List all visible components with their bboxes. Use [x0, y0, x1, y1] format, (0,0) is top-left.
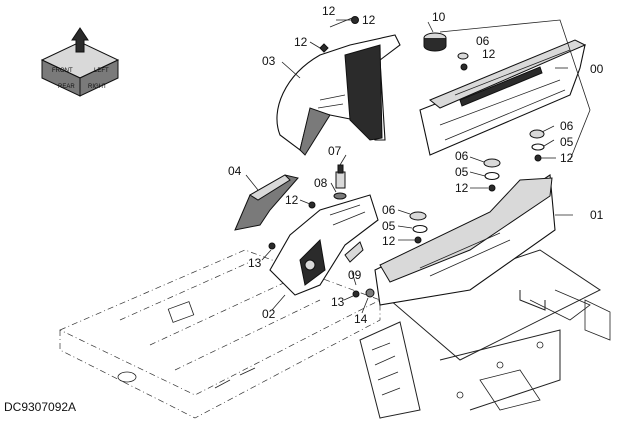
direction-rear: REAR: [58, 84, 75, 90]
part-03-cover: [276, 34, 401, 156]
callout-13b: 13: [331, 295, 345, 309]
leader-lines: [245, 17, 591, 314]
part-07-fitting: [335, 164, 346, 189]
part-04-side-cover: [234, 174, 299, 231]
part-10-cap: [423, 32, 447, 52]
callout-12a: 12: [322, 4, 336, 18]
callout-03: 03: [262, 54, 276, 68]
orientation-cube-icon: FRONT LEFT REAR RIGHT: [40, 27, 120, 97]
part-00-assembly: [419, 39, 587, 156]
callout-12e: 12: [560, 151, 574, 165]
callout-06d: 06: [382, 203, 396, 217]
callout-06b: 06: [560, 119, 574, 133]
hardware-set: [268, 16, 545, 298]
part-08-clip: [333, 192, 347, 200]
callout-06c: 06: [455, 149, 469, 163]
callout-12b: 12: [362, 13, 376, 27]
direction-left: LEFT: [94, 68, 109, 74]
callout-12c: 12: [294, 35, 308, 49]
callout-06a: 06: [476, 34, 490, 48]
callout-01: 01: [590, 208, 604, 222]
direction-front: FRONT: [52, 68, 73, 74]
callout-14: 14: [354, 312, 368, 326]
direction-right: RIGHT: [88, 84, 107, 90]
callout-09: 09: [348, 268, 362, 282]
callout-12g: 12: [382, 234, 396, 248]
callout-labels: 12 12 12 03 10 06 12 00 06 05 12 06 05 1…: [228, 4, 604, 326]
part-02-bracket: [269, 194, 379, 296]
callout-10: 10: [432, 10, 446, 24]
callout-05c: 05: [382, 219, 396, 233]
part-01-tray: [374, 174, 556, 306]
callout-05b: 05: [455, 165, 469, 179]
callout-05a: 05: [560, 135, 574, 149]
drawing-code: DC9307092A: [4, 400, 76, 414]
callout-07: 07: [328, 144, 342, 158]
machine-frame: [59, 249, 611, 419]
callout-12f: 12: [455, 181, 469, 195]
callout-13a: 13: [248, 256, 262, 270]
callout-12d: 12: [482, 47, 496, 61]
callout-08: 08: [314, 176, 328, 190]
callout-04: 04: [228, 164, 242, 178]
callout-02: 02: [262, 307, 276, 321]
callout-00: 00: [590, 62, 604, 76]
callout-12h: 12: [285, 193, 299, 207]
